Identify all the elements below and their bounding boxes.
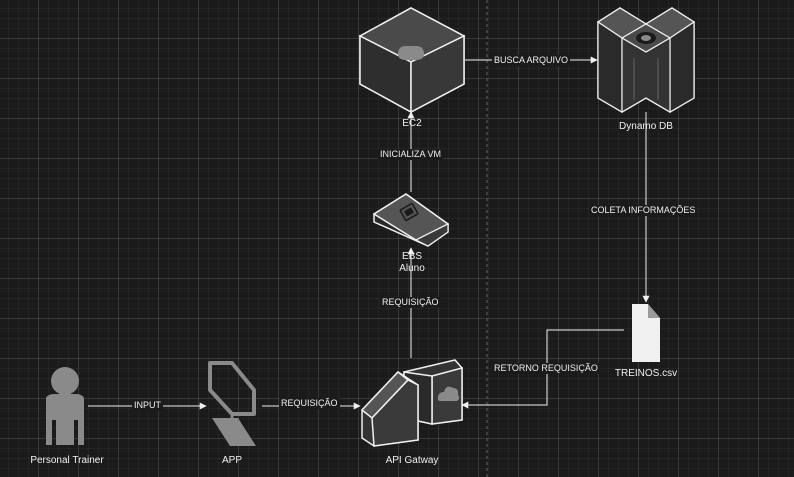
ec2-instance-icon bbox=[358, 7, 466, 114]
edge-label-gateway-to-ebs: REQUISIÇÃO bbox=[380, 297, 441, 308]
edge-label-file-to-gateway: RETORNO REQUISIÇÃO bbox=[492, 363, 600, 374]
node-label-personal-trainer: Personal Trainer bbox=[30, 455, 104, 466]
node-label-ebs: EBS bbox=[401, 251, 422, 262]
file-icon bbox=[632, 304, 660, 362]
node-label-app: APP bbox=[221, 455, 242, 466]
node-label-ec2: EC2 bbox=[402, 118, 422, 129]
user-icon bbox=[46, 367, 84, 445]
edge-label-ec2-to-dynamo: BUSCA ARQUIVO bbox=[492, 55, 571, 66]
node-label-ebs-sub: Aluno bbox=[399, 263, 425, 274]
node-label-treinos: TREINOS.csv bbox=[614, 368, 678, 379]
edge-label-dynamo-to-file: COLETA INFORMAÇÕES bbox=[589, 205, 698, 216]
ebs-volume-icon bbox=[372, 193, 450, 247]
api-gateway-icon bbox=[360, 359, 463, 447]
edge-label-ebs-to-ec2: INICIALIZA VM bbox=[378, 149, 444, 160]
edge-label-app-to-gateway: REQUISIÇÃO bbox=[279, 398, 340, 409]
computer-icon bbox=[208, 361, 256, 446]
edge-label-input: INPUT bbox=[132, 400, 163, 411]
node-label-api-gateway: API Gatway bbox=[385, 455, 439, 466]
dynamodb-icon bbox=[596, 7, 696, 114]
node-label-dynamodb: Dynamo DB bbox=[619, 121, 673, 132]
